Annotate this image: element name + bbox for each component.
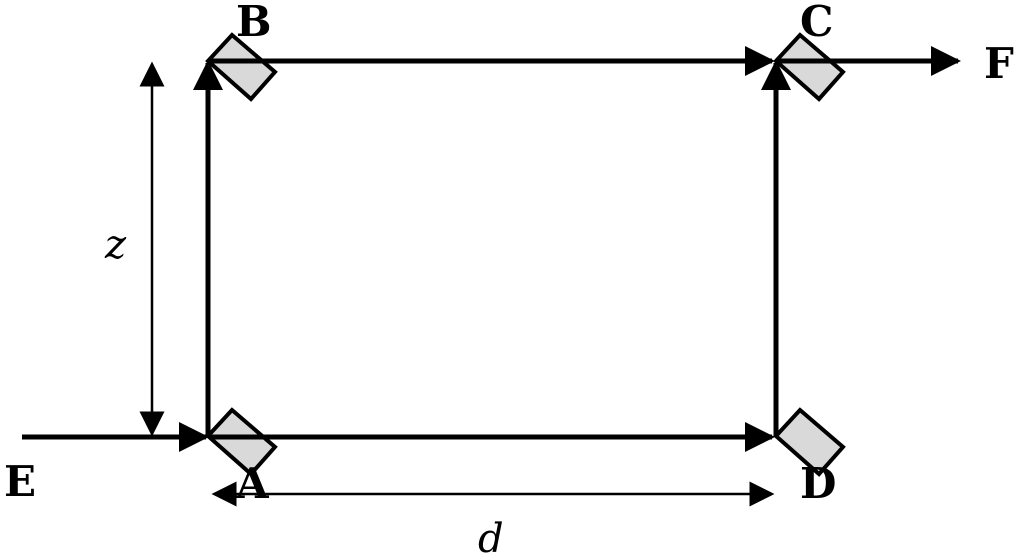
mirror-icon-d: [773, 407, 846, 477]
label-b: B: [236, 0, 272, 46]
label-d: D: [800, 459, 836, 508]
dimension-label-d: d: [478, 516, 504, 555]
mirror-icon-c: [773, 32, 846, 102]
mirror-icon-b: [205, 32, 278, 102]
label-e: E: [4, 457, 36, 506]
dimension-label-z: z: [104, 222, 127, 268]
label-f: F: [984, 39, 1014, 88]
label-c: C: [800, 0, 833, 46]
label-a: A: [235, 459, 270, 508]
mirror-icon-a: [205, 407, 278, 477]
